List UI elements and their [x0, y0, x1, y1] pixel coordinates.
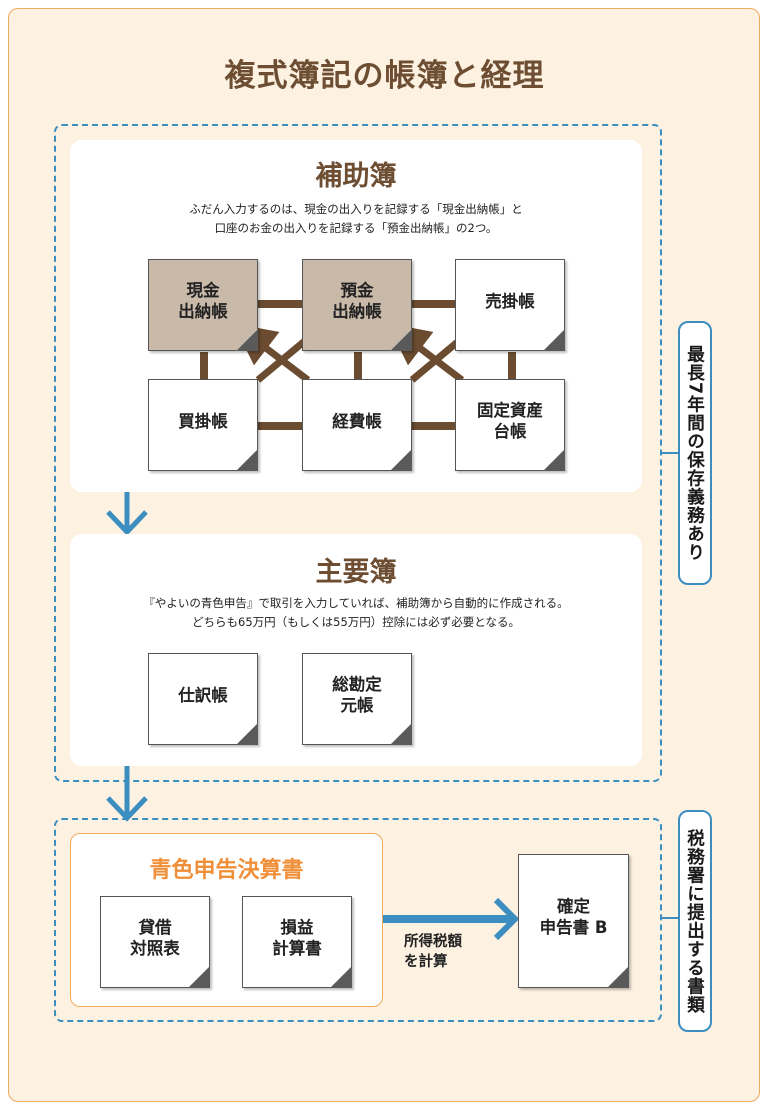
down-arrow-icon	[106, 492, 148, 536]
connector	[412, 422, 458, 430]
connector	[412, 300, 458, 308]
book-fixed-asset-ledger: 固定資産 台帳	[455, 379, 565, 471]
book-balance-sheet: 貸借 対照表	[100, 896, 210, 988]
cross-connector	[387, 323, 465, 383]
book-accounts-payable: 買掛帳	[148, 379, 258, 471]
book-label: 現金 出納帳	[178, 281, 228, 321]
submission-side-label: 税務署に提出する書類	[678, 810, 712, 1032]
book-label: 預金 出納帳	[332, 281, 382, 321]
book-label: 総勘定 元帳	[332, 675, 382, 715]
page-fold-icon	[236, 329, 258, 351]
book-accounts-receivable: 売掛帳	[455, 259, 565, 351]
page-fold-icon	[607, 966, 629, 988]
subsidiary-books-title: 補助簿	[315, 161, 397, 192]
connector	[200, 352, 208, 380]
connector	[508, 352, 516, 380]
description-line: 口座のお金の出入りを記録する「預金出納帳」の2つ。	[214, 221, 498, 235]
subsidiary-books-description: ふだん入力するのは、現金の出入りを記録する「現金出納帳」と 口座のお金の出入りを…	[70, 200, 642, 238]
page-fold-icon	[390, 449, 412, 471]
book-journal: 仕訳帳	[148, 653, 258, 745]
main-books-title: 主要簿	[315, 557, 397, 588]
book-label: 貸借 対照表	[130, 918, 180, 958]
connector	[354, 352, 362, 380]
book-label: 売掛帳	[485, 291, 535, 311]
retention-side-label: 最長7年間の保存義務あり	[678, 321, 712, 585]
right-arrow-icon	[383, 897, 520, 941]
retention-group-connector	[661, 452, 679, 454]
retention-side-label-text: 最長7年間の保存義務あり	[684, 344, 705, 562]
calculate-tax-label: 所得税額 を計算	[404, 934, 462, 970]
page-fold-icon	[236, 723, 258, 745]
book-label: 固定資産 台帳	[477, 401, 543, 441]
book-label: 確定 申告書 B	[539, 897, 608, 937]
page-fold-icon	[330, 966, 352, 988]
down-arrow-icon	[106, 766, 148, 822]
book-cash-journal: 現金 出納帳	[148, 259, 258, 351]
book-label: 買掛帳	[178, 411, 228, 431]
main-books-description: 『やよいの青色申告』で取引を入力していれば、補助簿から自動的に作成される。 どち…	[70, 594, 642, 632]
connector	[258, 300, 304, 308]
page-fold-icon	[543, 449, 565, 471]
final-tax-return-b: 確定 申告書 B	[518, 854, 629, 988]
description-line: 『やよいの青色申告』で取引を入力していれば、補助簿から自動的に作成される。	[143, 596, 569, 610]
blue-return-statement-title: 青色申告決算書	[149, 858, 304, 883]
page-fold-icon	[188, 966, 210, 988]
book-expense-ledger: 経費帳	[302, 379, 412, 471]
page-fold-icon	[236, 449, 258, 471]
page-fold-icon	[390, 723, 412, 745]
cross-connector	[233, 323, 311, 383]
submission-group-connector	[661, 917, 679, 919]
description-line: ふだん入力するのは、現金の出入りを記録する「現金出納帳」と	[189, 202, 523, 216]
submission-group-border	[54, 818, 662, 1022]
page-fold-icon	[390, 329, 412, 351]
description-line: どちらも65万円（もしくは55万円）控除には必ず必要となる。	[192, 615, 520, 629]
submission-side-label-text: 税務署に提出する書類	[684, 828, 705, 1014]
book-label: 損益 計算書	[272, 918, 322, 958]
book-deposit-journal: 預金 出納帳	[302, 259, 412, 351]
book-income-statement: 損益 計算書	[242, 896, 352, 988]
book-label: 仕訳帳	[178, 685, 228, 705]
page-fold-icon	[543, 329, 565, 351]
connector	[258, 422, 304, 430]
book-label: 経費帳	[332, 411, 382, 431]
book-general-ledger: 総勘定 元帳	[302, 653, 412, 745]
page-title: 複式簿記の帳簿と経理	[224, 58, 545, 94]
